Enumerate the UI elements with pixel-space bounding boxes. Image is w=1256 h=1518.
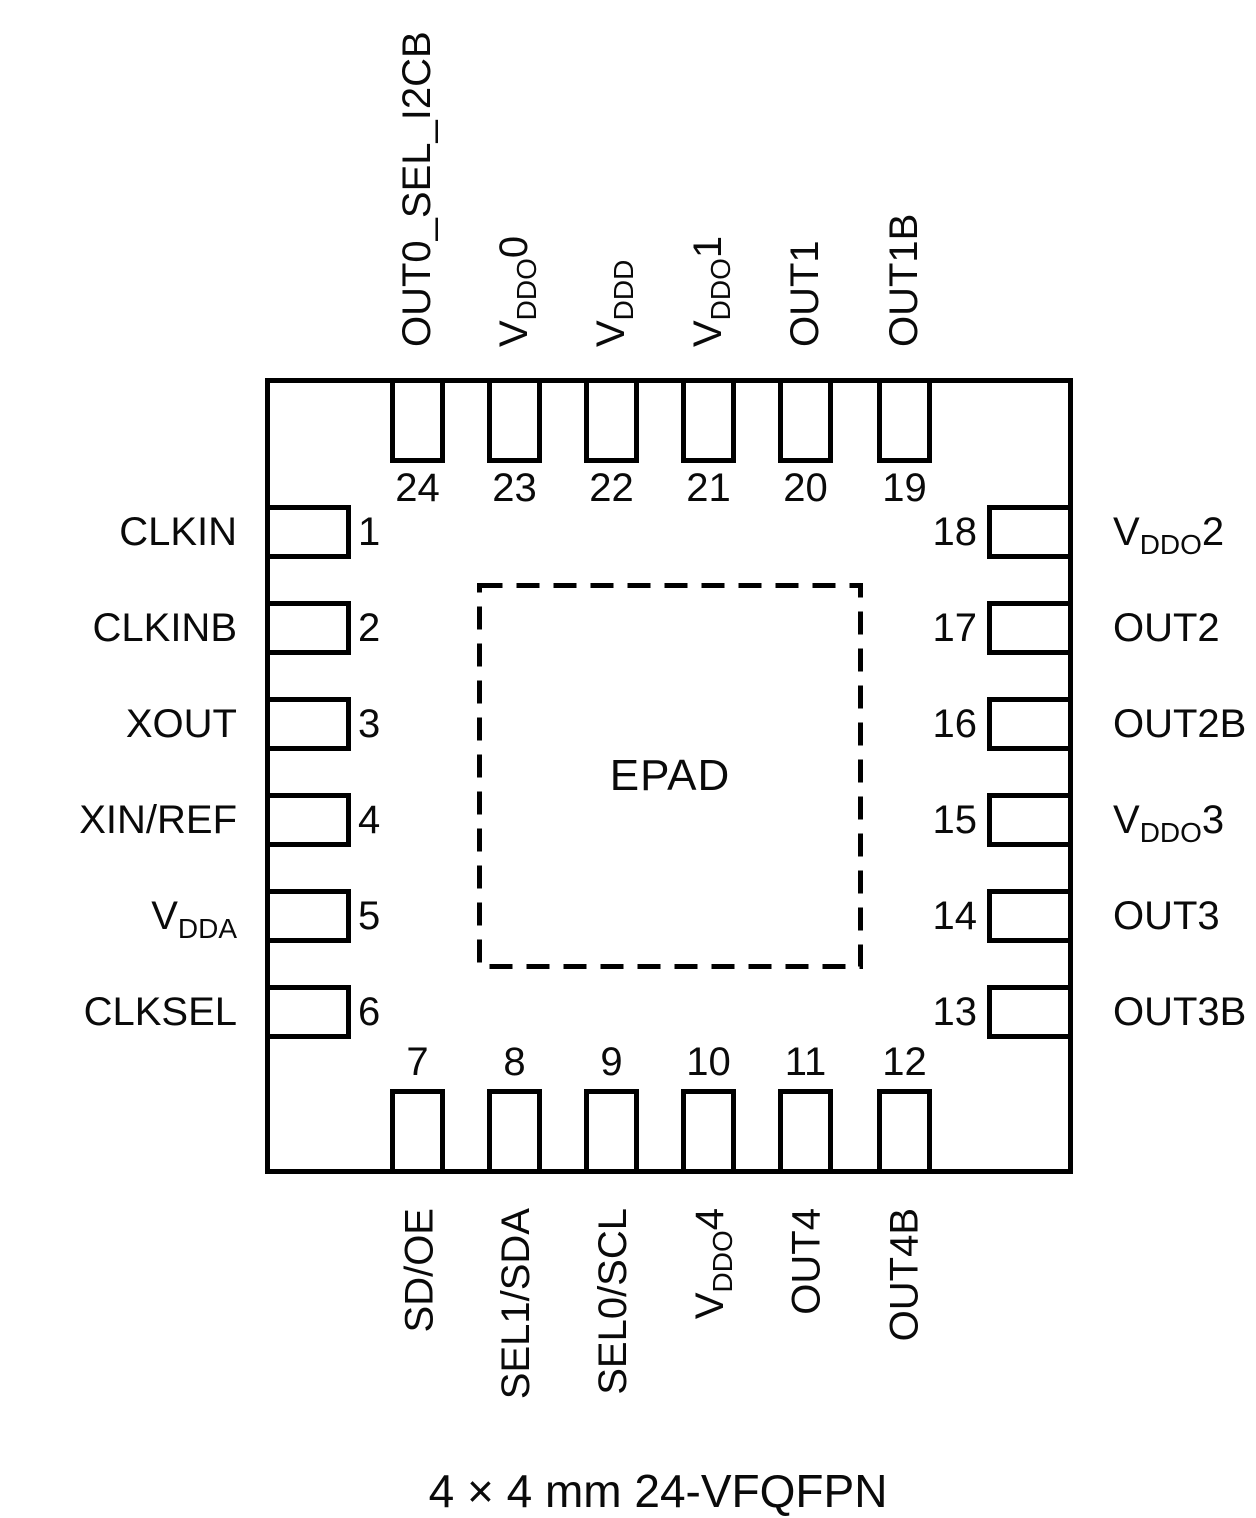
pin-11-label: OUT4 xyxy=(785,1208,829,1315)
figure-caption: 4 × 4 mm 24-VFQFPN xyxy=(428,1465,888,1517)
pin-21-label: VDDO1 xyxy=(686,235,736,347)
pin-5-label: VDDA xyxy=(151,894,237,944)
pin-7-label: SD/OE xyxy=(397,1208,441,1333)
pin-2-label: CLKINB xyxy=(92,606,238,650)
pin-20-box xyxy=(778,378,833,463)
pin-7-number: 7 xyxy=(406,1040,429,1084)
pin-10-number: 10 xyxy=(686,1040,731,1084)
pin-3-number: 3 xyxy=(358,702,381,746)
pin-1-box xyxy=(265,505,351,559)
pin-15-box xyxy=(987,793,1073,847)
pin-15-label: VDDO3 xyxy=(1113,798,1225,848)
pin-23-number: 23 xyxy=(492,466,537,510)
pin-6-box xyxy=(265,985,351,1039)
epad-region: EPAD xyxy=(477,583,863,969)
pin-14-label: OUT3 xyxy=(1113,894,1220,938)
pin-24-label: OUT0_SEL_I2CB xyxy=(395,31,439,347)
pin-6-label: CLKSEL xyxy=(83,990,237,1034)
pin-16-label: OUT2B xyxy=(1113,702,1247,746)
pin-14-box xyxy=(987,889,1073,943)
pin-15-number: 15 xyxy=(932,798,978,842)
pin-14-number: 14 xyxy=(932,894,978,938)
pin-22-label: VDDD xyxy=(589,259,639,347)
pin-12-label: OUT4B xyxy=(882,1208,926,1342)
pin-8-label: SEL1/SDA xyxy=(494,1208,538,1400)
pin-9-label: SEL0/SCL xyxy=(591,1208,635,1395)
pin-2-number: 2 xyxy=(358,606,381,650)
pin-18-number: 18 xyxy=(932,510,978,554)
pin-23-box xyxy=(487,378,542,463)
pin-16-box xyxy=(987,697,1073,751)
pin-11-box xyxy=(778,1089,833,1174)
pin-16-number: 16 xyxy=(932,702,978,746)
epad-dashed-border xyxy=(477,583,863,969)
pin-19-label: OUT1B xyxy=(882,213,926,347)
pin-24-box xyxy=(390,378,445,463)
pin-19-box xyxy=(877,378,932,463)
pin-1-number: 1 xyxy=(358,510,381,554)
pin-9-number: 9 xyxy=(600,1040,623,1084)
pin-11-number: 11 xyxy=(784,1040,827,1084)
pin-8-box xyxy=(487,1089,542,1174)
pin-13-number: 13 xyxy=(932,990,978,1034)
pin-20-number: 20 xyxy=(783,466,828,510)
pin-24-number: 24 xyxy=(395,466,440,510)
pin-4-box xyxy=(265,793,351,847)
pin-4-number: 4 xyxy=(358,798,381,842)
pin-2-box xyxy=(265,601,351,655)
pin-20-label: OUT1 xyxy=(783,240,827,347)
pin-3-label: XOUT xyxy=(125,702,237,746)
pin-21-box xyxy=(681,378,736,463)
pin-10-label: VDDO4 xyxy=(688,1208,738,1320)
pin-19-number: 19 xyxy=(882,466,927,510)
pin-13-box xyxy=(987,985,1073,1039)
pin-8-number: 8 xyxy=(503,1040,526,1084)
pin-18-box xyxy=(987,505,1073,559)
pin-1-label: CLKIN xyxy=(119,510,237,554)
pin-12-box xyxy=(877,1089,932,1174)
pin-12-number: 12 xyxy=(882,1040,927,1084)
pin-17-label: OUT2 xyxy=(1113,606,1220,650)
pin-3-box xyxy=(265,697,351,751)
pin-22-number: 22 xyxy=(589,466,634,510)
package-outline xyxy=(265,378,1073,1174)
pin-13-label: OUT3B xyxy=(1113,990,1247,1034)
pin-5-number: 5 xyxy=(358,894,381,938)
epad-label: EPAD xyxy=(609,751,731,800)
pin-9-box xyxy=(584,1089,639,1174)
pin-7-box xyxy=(390,1089,445,1174)
pin-23-label: VDDO0 xyxy=(492,235,542,347)
pin-21-number: 21 xyxy=(686,466,731,510)
pin-6-number: 6 xyxy=(358,990,381,1034)
pin-22-box xyxy=(584,378,639,463)
pin-10-box xyxy=(681,1089,736,1174)
pin-17-number: 17 xyxy=(932,606,978,650)
pin-17-box xyxy=(987,601,1073,655)
pin-5-box xyxy=(265,889,351,943)
pin-18-label: VDDO2 xyxy=(1113,510,1225,560)
pin-4-label: XIN/REF xyxy=(79,798,237,842)
